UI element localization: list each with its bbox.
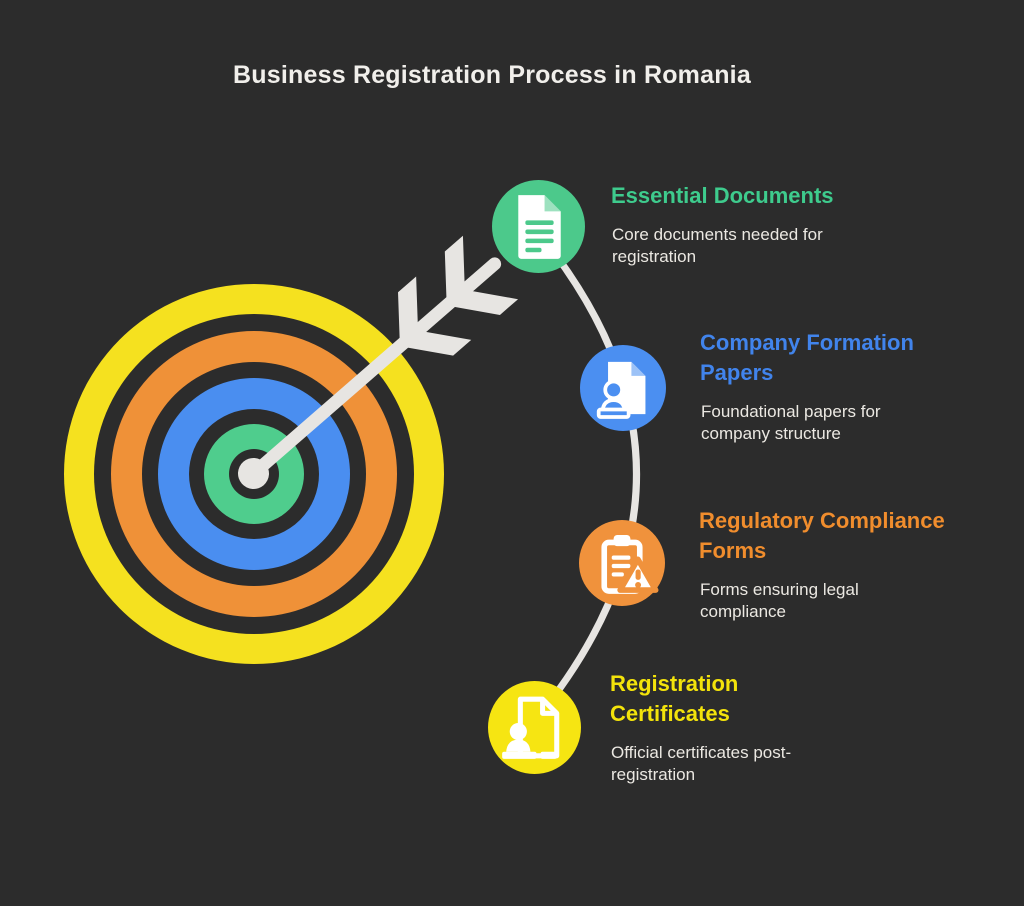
connector-curve-line bbox=[530, 228, 640, 726]
page-title: Business Registration Process in Romania bbox=[233, 61, 751, 89]
step1-description: Core documents needed for registration bbox=[612, 225, 823, 266]
clipboard-warning-icon bbox=[601, 534, 659, 594]
arrow-center-dot bbox=[238, 458, 269, 489]
step3-description: Forms ensuring legal compliance bbox=[700, 580, 859, 621]
document-icon bbox=[518, 195, 561, 259]
step1-badge bbox=[492, 180, 585, 273]
step1-title: Essential Documents bbox=[611, 183, 834, 208]
step2-badge bbox=[580, 345, 666, 431]
step2-description: Foundational papers for company structur… bbox=[701, 402, 881, 443]
arrow-shaft bbox=[248, 257, 502, 479]
stamp-document-icon bbox=[596, 361, 646, 419]
arrow-fletching bbox=[398, 276, 472, 356]
step3-title: Regulatory Compliance Forms bbox=[699, 508, 945, 563]
arrow-icon bbox=[238, 235, 519, 489]
step3-badge bbox=[579, 520, 665, 606]
step4-badge bbox=[488, 681, 581, 774]
arrow-fletching bbox=[444, 235, 519, 315]
step2-title: Company Formation Papers bbox=[700, 330, 914, 385]
step4-title: Registration Certificates bbox=[610, 671, 739, 726]
step4-description: Official certificates post- registration bbox=[611, 743, 792, 784]
certificate-stamp-icon bbox=[502, 696, 560, 759]
